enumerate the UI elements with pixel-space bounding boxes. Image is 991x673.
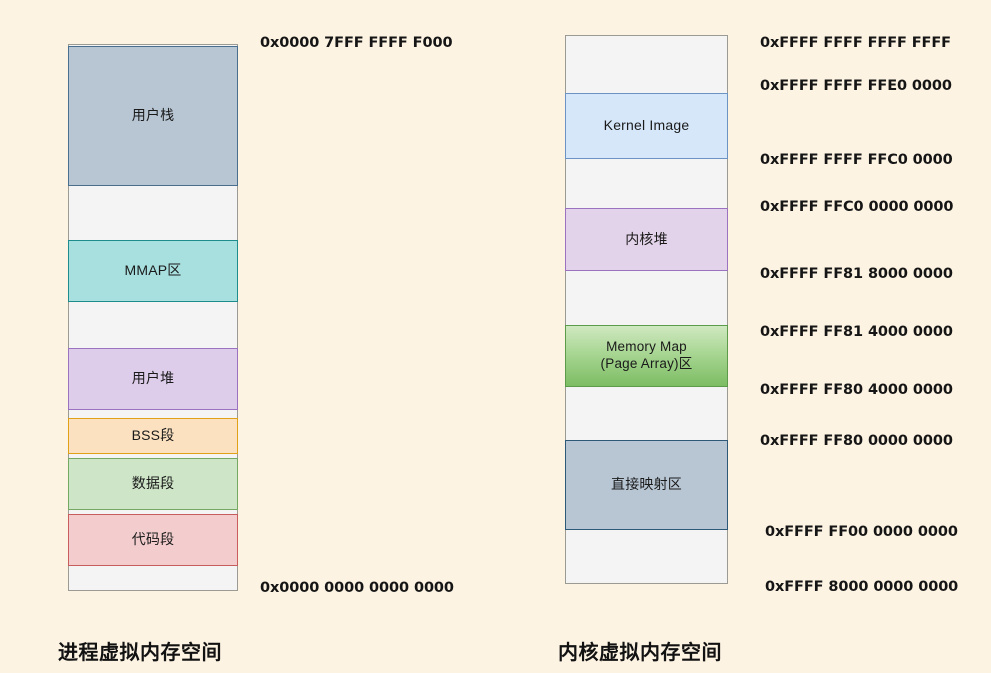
addr-k-ffffff8140000000: 0xFFFF FF81 4000 0000 (760, 324, 953, 340)
user-heap: 用户堆 (68, 348, 238, 410)
bss-segment-label: BSS段 (131, 427, 175, 444)
user-stack-label: 用户栈 (131, 107, 175, 124)
addr-k-ffffffffffffffff: 0xFFFF FFFF FFFF FFFF (760, 35, 951, 51)
kernel-heap-label: 内核堆 (625, 230, 668, 247)
kernel-image-label: Kernel Image (603, 117, 690, 134)
direct-mapping-area: 直接映射区 (565, 440, 728, 530)
addr-k-ffffffffffe00000: 0xFFFF FFFF FFE0 0000 (760, 78, 952, 94)
text-segment-label: 代码段 (131, 531, 175, 548)
addr-k-ffffffc000000000: 0xFFFF FFC0 0000 0000 (760, 199, 954, 215)
addr-k-ffffff8000000000: 0xFFFF FF80 0000 0000 (760, 433, 953, 449)
memory-map-area: Memory Map(Page Array)区 (565, 325, 728, 387)
addr-k-ffffff0000000000: 0xFFFF FF00 0000 0000 (765, 524, 958, 540)
addr-k-ffffffffffc00000: 0xFFFF FFFF FFC0 0000 (760, 152, 953, 168)
kernel-image: Kernel Image (565, 93, 728, 159)
process-space-caption: 进程虚拟内存空间 (58, 640, 222, 664)
addr-process-bottom: 0x0000 0000 0000 0000 (260, 580, 454, 596)
text-segment: 代码段 (68, 514, 238, 566)
addr-k-ffffff8040000000: 0xFFFF FF80 4000 0000 (760, 382, 953, 398)
kernel-space-caption: 内核虚拟内存空间 (558, 640, 722, 664)
bss-segment: BSS段 (68, 418, 238, 454)
memory-map-area-label: Memory Map(Page Array)区 (600, 339, 693, 371)
addr-k-ffff800000000000: 0xFFFF 8000 0000 0000 (765, 579, 959, 595)
data-segment: 数据段 (68, 458, 238, 510)
addr-k-ffffff8180000000: 0xFFFF FF81 8000 0000 (760, 266, 953, 282)
mmap-area-label: MMAP区 (124, 262, 182, 279)
data-segment-label: 数据段 (131, 475, 175, 492)
kernel-heap: 内核堆 (565, 208, 728, 271)
mmap-area: MMAP区 (68, 240, 238, 302)
user-stack: 用户栈 (68, 46, 238, 186)
user-heap-label: 用户堆 (131, 370, 175, 387)
addr-process-top: 0x0000 7FFF FFFF F000 (260, 35, 453, 51)
direct-mapping-area-label: 直接映射区 (611, 476, 682, 493)
